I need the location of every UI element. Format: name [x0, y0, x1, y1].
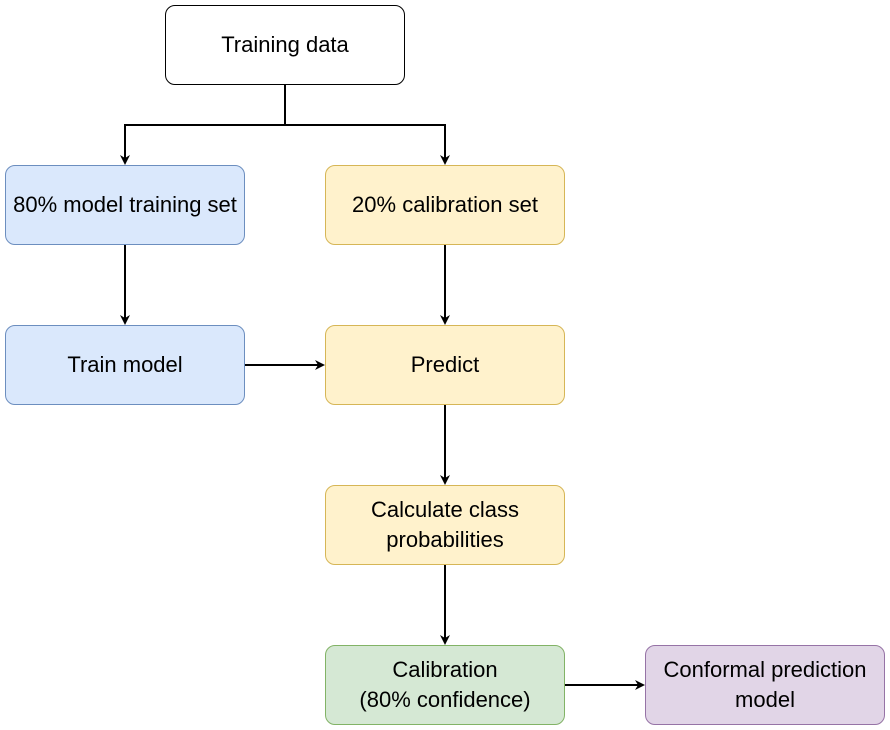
edge-split-to-model-training-set [120, 124, 285, 165]
predict-node[interactable]: Predict [325, 325, 565, 405]
class-probabilities-node[interactable]: Calculate class probabilities [325, 485, 565, 565]
model-training-set-node[interactable]: 80% model training set [5, 165, 245, 245]
training-data-node[interactable]: Training data [165, 5, 405, 85]
train-model-node[interactable]: Train model [5, 325, 245, 405]
calibration-set-node[interactable]: 20% calibration set [325, 165, 565, 245]
calibration-node[interactable]: Calibration (80% confidence) [325, 645, 565, 725]
conformal-prediction-model-node[interactable]: Conformal prediction model [645, 645, 885, 725]
edge-split-to-calibration-set [285, 124, 450, 165]
